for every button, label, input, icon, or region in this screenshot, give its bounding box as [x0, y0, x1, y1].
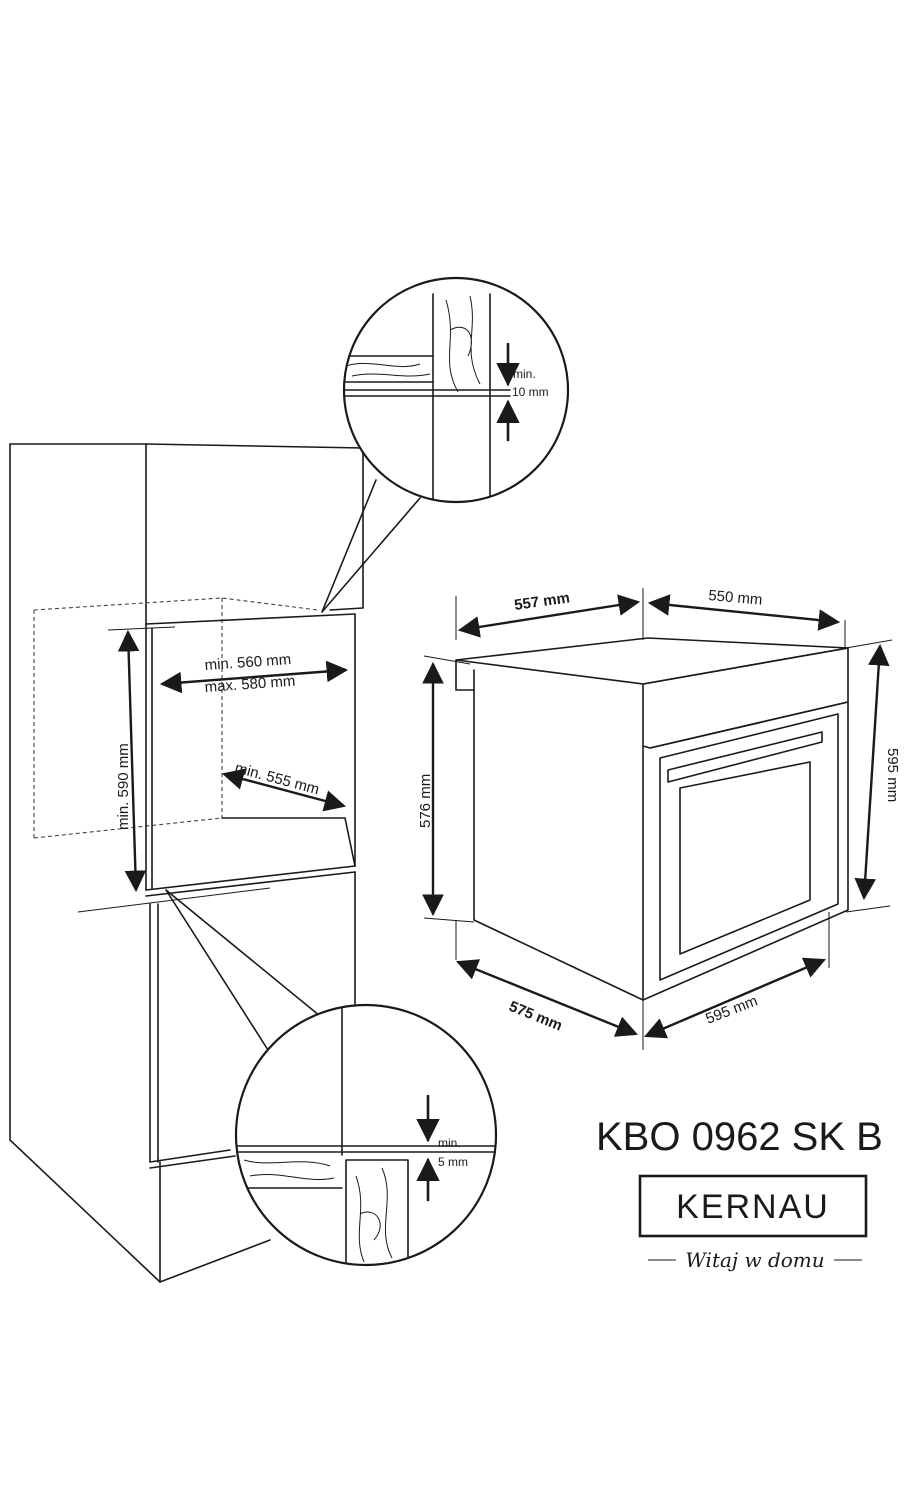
bottom-gap-value-label: 5 mm: [438, 1155, 468, 1169]
oven-body-height-label: 576 mm: [417, 774, 434, 828]
oven-bottom-depth-label: 575 mm: [507, 998, 565, 1035]
oven-bottom-width-label: 595 mm: [703, 992, 760, 1027]
niche-depth-label: min. 555 mm: [233, 759, 321, 798]
model-name: KBO 0962 SK B: [596, 1115, 883, 1159]
detail-bottom: min. 5 mm: [165, 889, 498, 1267]
oven-top-depth-label: 557 mm: [513, 589, 571, 614]
niche-height-label: min. 590 mm: [115, 743, 132, 830]
brand-name: KERNAU: [676, 1188, 830, 1226]
brand-tagline: Witaj w domu: [685, 1248, 824, 1272]
top-gap-value-label: 10 mm: [512, 385, 549, 399]
niche-width-max-label: max. 580 mm: [204, 673, 296, 696]
branding: KBO 0962 SK B KERNAU Witaj w domu: [596, 1115, 883, 1272]
niche-dimensions: min. 560 mm max. 580 mm min. 555 mm min.…: [77, 626, 349, 913]
oven: [423, 588, 893, 1050]
oven-top-width-label: 550 mm: [708, 587, 763, 609]
bottom-gap-min-label: min.: [438, 1136, 461, 1150]
oven-dimensions: 557 mm 550 mm 576 mm 595 mm 575 mm 595 m…: [417, 587, 901, 1039]
detail-top: min. 10 mm: [321, 276, 570, 613]
cabinet: [9, 443, 364, 1283]
top-gap-min-label: min.: [513, 367, 536, 381]
niche-width-label: min. 560 mm: [204, 651, 292, 674]
oven-front-height-label: 595 mm: [884, 748, 901, 802]
brand-logo-box: [638, 1174, 868, 1238]
